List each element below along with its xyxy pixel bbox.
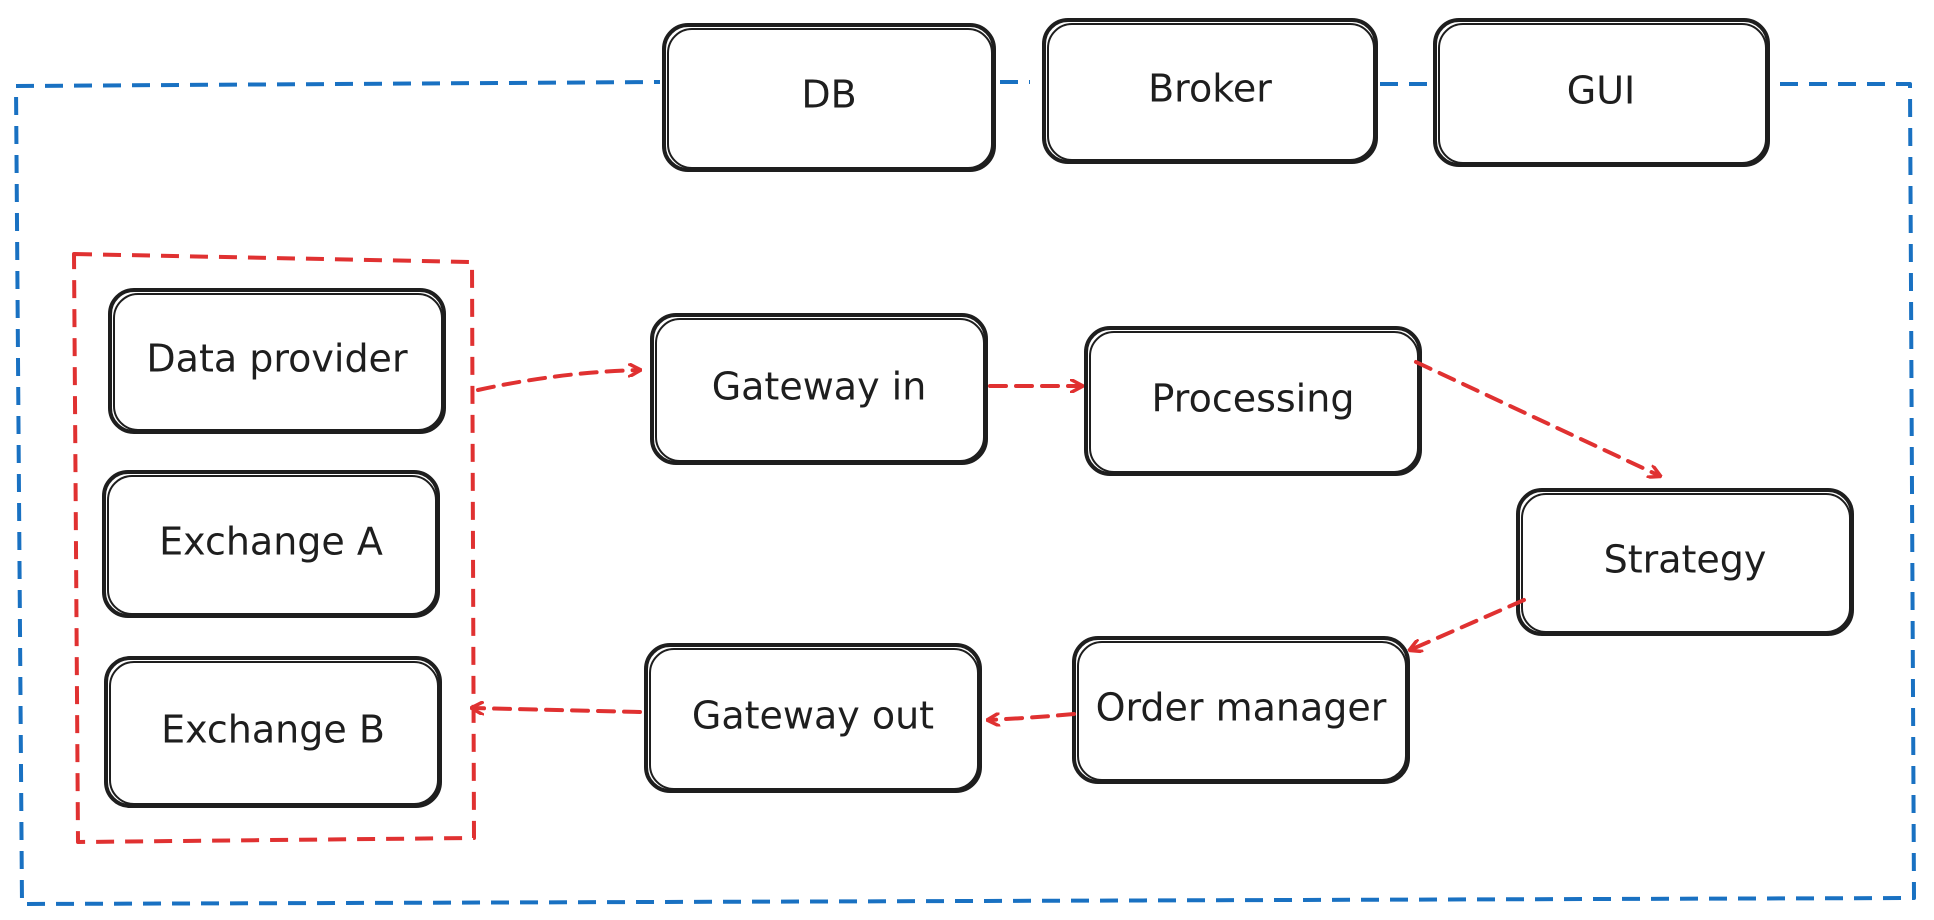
node-exchange-a-label: Exchange A (159, 520, 383, 564)
node-processing-label: Processing (1152, 377, 1355, 421)
arrow-gateway-out-to-venues (472, 708, 642, 712)
node-processing: Processing (1084, 326, 1422, 476)
node-strategy: Strategy (1516, 488, 1854, 636)
node-exchange-b: Exchange B (104, 656, 442, 808)
node-exchange-a: Exchange A (102, 470, 440, 618)
node-broker: Broker (1042, 18, 1378, 164)
arrow-venues-to-gateway-in (476, 370, 640, 392)
node-exchange-b-label: Exchange B (161, 708, 385, 752)
arrow-processing-to-strategy (1414, 360, 1660, 476)
arrow-order-manager-to-gateway-out (988, 712, 1076, 720)
node-gateway-out: Gateway out (644, 643, 982, 793)
node-broker-label: Broker (1148, 67, 1272, 111)
node-order-manager: Order manager (1072, 636, 1410, 784)
node-strategy-label: Strategy (1604, 538, 1767, 582)
node-gui: GUI (1433, 18, 1770, 167)
node-gui-label: GUI (1567, 69, 1635, 113)
external-venues-frame (72, 252, 476, 844)
node-db: DB (662, 23, 996, 172)
system-boundary-frame (14, 80, 1916, 906)
node-gateway-in: Gateway in (650, 313, 988, 465)
node-db-label: DB (801, 73, 856, 117)
node-order-manager-label: Order manager (1096, 686, 1387, 730)
node-data-provider-label: Data provider (146, 337, 408, 381)
node-gateway-in-label: Gateway in (712, 365, 927, 409)
arrow-strategy-to-order-manager (1410, 598, 1526, 650)
node-data-provider: Data provider (108, 288, 446, 434)
node-gateway-out-label: Gateway out (692, 694, 934, 738)
